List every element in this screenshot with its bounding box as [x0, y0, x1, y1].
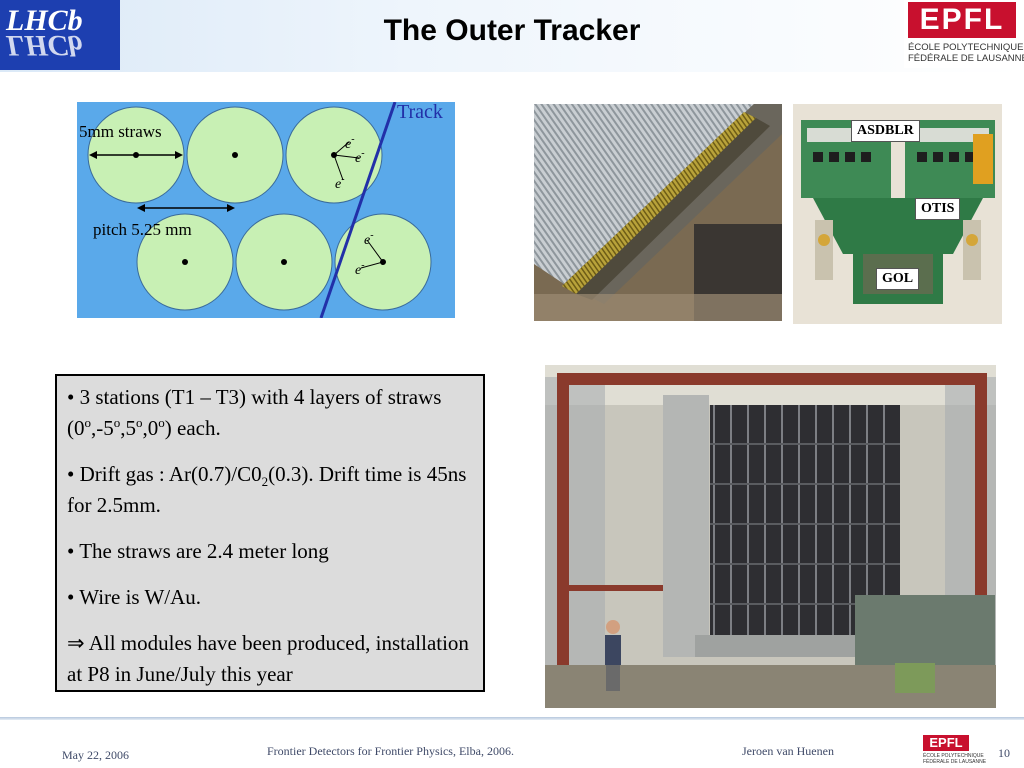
pitch-label: pitch 5.25 mm	[93, 220, 192, 239]
footer-date: May 22, 2006	[62, 748, 129, 762]
footer-epfl-logo: EPFL ÉCOLE POLYTECHNIQUE FÉDÉRALE DE LAU…	[921, 735, 986, 765]
installation-frame-photo	[545, 365, 996, 708]
footer-epfl-line1: ÉCOLE POLYTECHNIQUE	[923, 753, 984, 759]
epfl-logo-mark: EPFL	[908, 2, 1016, 38]
bullet-modules: ⇒ All modules have been produced, instal…	[67, 631, 469, 686]
footer-epfl-line2: FÉDÉRALE DE LAUSANNE	[923, 759, 987, 765]
epfl-logo-line1: ÉCOLE POLYTECHNIQUE	[908, 42, 1024, 53]
board-label-asdblr: ASDBLR	[851, 120, 920, 142]
footer-divider	[0, 717, 1024, 720]
straw-diagram: Track 5mm straws pitch 5.25 mm e- e- e- …	[77, 102, 455, 318]
electron-label: e-	[355, 148, 365, 166]
footer-conference: Frontier Detectors for Frontier Physics,…	[267, 744, 514, 758]
board-label-otis: OTIS	[915, 198, 961, 220]
footer-page-number: 10	[998, 746, 1010, 760]
lhcb-logo-text: LHCb	[6, 4, 83, 37]
electron-label: e-	[345, 134, 355, 152]
bullet-list-box: • 3 stations (T1 – T3) with 4 layers of …	[55, 374, 485, 692]
bullet-straw-length: • The straws are 2.4 meter long	[67, 539, 329, 563]
footer-author: Jeroen van Huenen	[742, 744, 834, 758]
lhcb-logo: LHCb LHCb	[0, 0, 120, 70]
detector-module-photo	[534, 104, 782, 321]
implies-arrow-icon: ⇒	[67, 631, 85, 655]
track-label: Track	[397, 102, 443, 123]
epfl-logo-line2: FÉDÉRALE DE LAUSANNE	[908, 53, 1024, 64]
electron-label: e-	[355, 260, 365, 278]
epfl-logo: EPFL ÉCOLE POLYTECHNIQUE FÉDÉRALE DE LAU…	[904, 0, 1024, 68]
slide-header	[0, 0, 1024, 72]
straws-label: 5mm straws	[79, 122, 162, 141]
electron-label: e-	[335, 174, 345, 192]
bullet-stations: • 3 stations (T1 – T3) with 4 layers of …	[67, 385, 442, 440]
frontend-board-photo: ASDBLR OTIS GOL	[793, 104, 1002, 324]
bullet-drift-gas: • Drift gas : Ar(0.7)/C02(0.3). Drift ti…	[67, 462, 467, 517]
footer-epfl-mark: EPFL	[923, 735, 969, 751]
bullet-wire: • Wire is W/Au.	[67, 585, 202, 609]
board-label-gol: GOL	[876, 268, 920, 290]
electron-label: e-	[364, 230, 374, 248]
slide-title: The Outer Tracker	[383, 14, 641, 47]
